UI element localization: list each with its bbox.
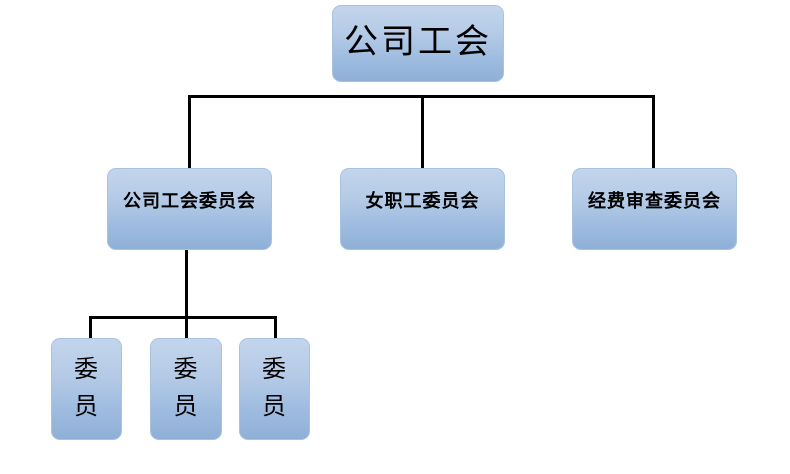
node-member-3[interactable]: 委员 <box>239 338 310 440</box>
connector-drop-to-union-committee <box>188 95 191 168</box>
connector-stem-union-committee <box>185 250 188 316</box>
node-member-2[interactable]: 委员 <box>150 338 222 440</box>
node-member-1[interactable]: 委员 <box>51 338 122 440</box>
node-funds-audit-committee[interactable]: 经费审查委员会 <box>572 168 737 250</box>
node-label: 委员 <box>74 356 99 420</box>
node-female-workers-committee[interactable]: 女职工委员会 <box>340 168 505 250</box>
connector-drop-to-funds-audit-committee <box>652 95 655 168</box>
connector-drop-to-female-workers-committee <box>421 95 424 168</box>
node-label: 女职工委员会 <box>365 191 480 211</box>
node-union-committee[interactable]: 公司工会委员会 <box>107 168 272 250</box>
node-label: 公司工会 <box>344 24 492 62</box>
node-label: 经费审查委员会 <box>588 191 721 211</box>
node-label: 委员 <box>262 356 287 420</box>
connector-drop-to-member-2 <box>185 316 188 338</box>
node-label: 委员 <box>173 356 199 420</box>
node-label: 公司工会委员会 <box>123 191 256 211</box>
connector-lower-horizontal-bus <box>89 316 277 319</box>
node-company-labor-union[interactable]: 公司工会 <box>332 5 504 82</box>
connector-drop-to-member-3 <box>274 316 277 338</box>
connector-drop-to-member-1 <box>89 316 92 338</box>
